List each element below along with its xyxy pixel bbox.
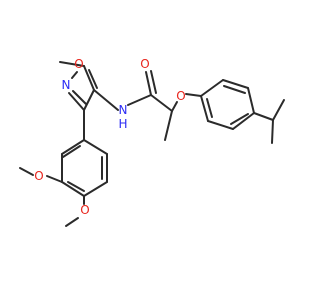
carbonyl-oxygen-label: O: [140, 57, 149, 71]
methoxy-top-oxygen-label: O: [34, 169, 43, 183]
bond-ring-right-6: [200, 95, 209, 122]
ether-oxygen-label: O: [176, 89, 185, 103]
bond-carbonyl-c-to-o-double: [150, 70, 157, 94]
bond-c4-to-n-left-double: [72, 90, 87, 105]
bond-n-right-to-c3-double: [88, 69, 98, 89]
chemical-structure: O N N H O O O O: [19, 57, 285, 227]
bond-isopropyl-methyl-bottom: [271, 119, 274, 144]
ring-nitrogen-left-label: N: [62, 78, 71, 92]
bond-alpha-c-to-methyl: [164, 110, 173, 141]
bond-ring-right-4: [232, 112, 255, 130]
bond-alpha-c-to-ether-o: [171, 101, 178, 112]
bond-methoxy-bottom-o-to-methyl: [65, 217, 79, 227]
bond-c3-to-nh: [93, 89, 119, 111]
bond-ring-o-to-n-right: [59, 61, 85, 67]
bond-ring-right-2: [222, 79, 249, 89]
bond-ring-left-4: [83, 181, 108, 197]
bond-ring-left-1-double: [62, 145, 81, 158]
bond-ring-left-6: [83, 139, 108, 155]
amide-hydrogen-label: H: [118, 117, 127, 131]
bond-ring-left-3-double: [67, 181, 85, 192]
bond-isopropyl-methyl-top: [272, 99, 285, 121]
bond-carbonyl-c-to-o: [145, 71, 152, 96]
bonds: [19, 61, 285, 227]
methoxy-bottom-oxygen-label: O: [80, 203, 89, 217]
bond-c4-to-n-left: [68, 92, 85, 111]
bond-ring-to-isopropyl-ch: [253, 112, 274, 121]
bond-ring-left-1: [61, 139, 85, 155]
bond-methoxy-top-o-to-methyl: [19, 167, 34, 176]
bond-carbonyl-c-to-alpha-c: [150, 94, 173, 112]
atom-labels: O N N H O O O O: [34, 57, 185, 217]
bond-nh-to-carbonyl-c: [127, 94, 152, 106]
bond-ring-right-5: [207, 120, 234, 130]
ring-oxygen-label: O: [74, 57, 83, 71]
bond-ring-right-2-double: [223, 85, 246, 94]
bond-ring-right-1: [200, 79, 224, 97]
bond-ring-right-6-double: [206, 98, 213, 118]
bond-ring-right-4-double: [230, 113, 249, 125]
bond-ring-to-methoxy-top-o: [46, 175, 63, 183]
amide-nitrogen-label: N: [119, 103, 128, 117]
bond-c3-to-c4: [83, 89, 95, 111]
bond-n-right-to-c3: [83, 65, 95, 91]
bond-ring-left-3: [61, 181, 85, 197]
bond-ring-right-3: [247, 87, 255, 114]
bond-ring-o-to-n-left: [71, 71, 78, 79]
bond-ether-o-to-ring: [185, 93, 202, 97]
